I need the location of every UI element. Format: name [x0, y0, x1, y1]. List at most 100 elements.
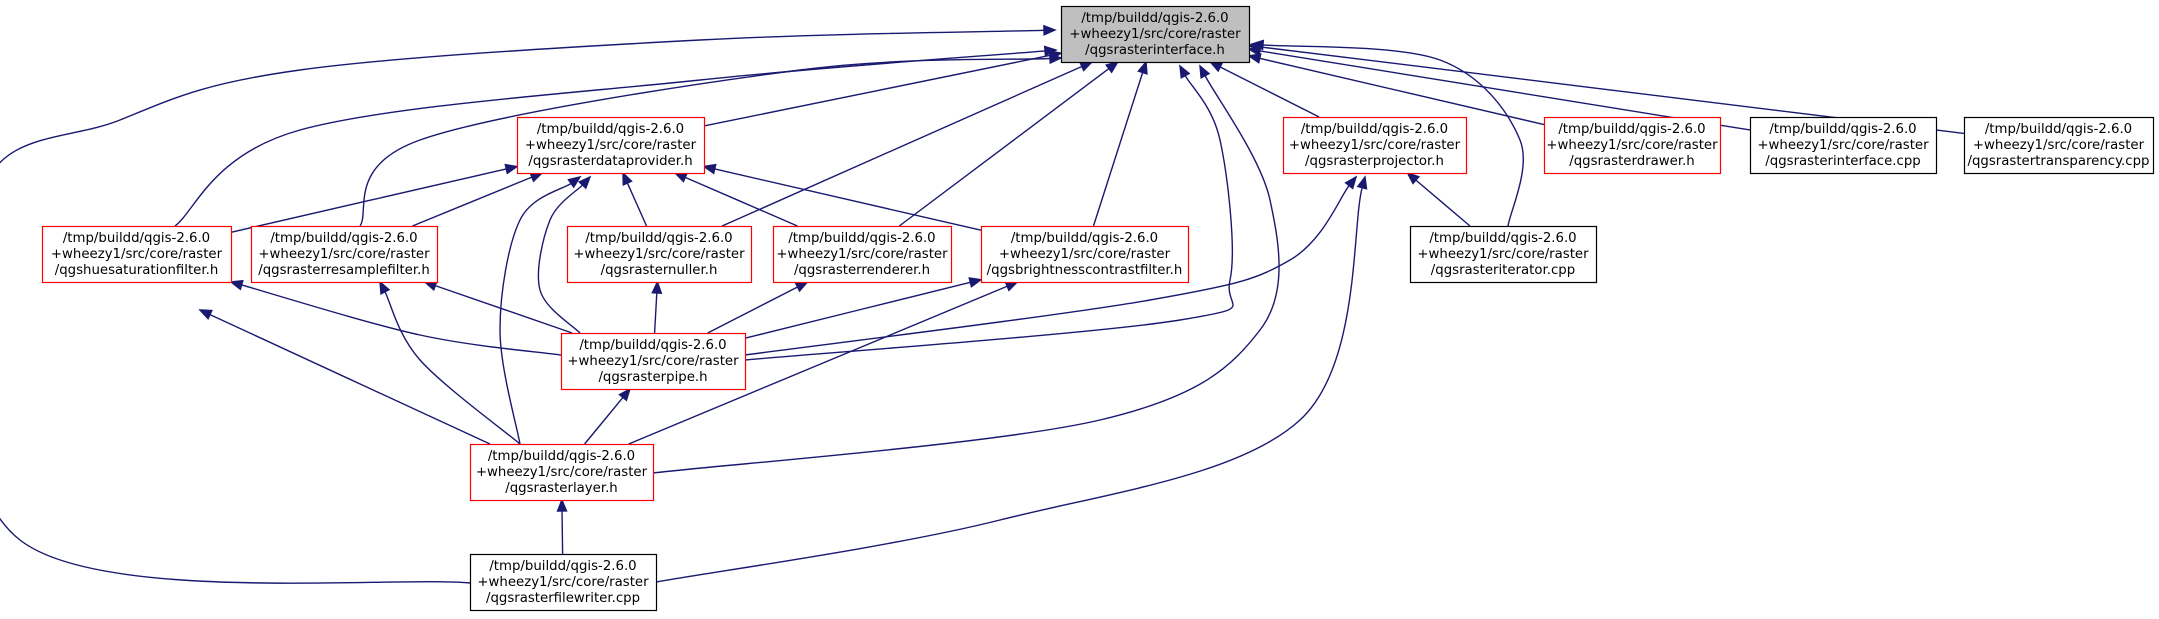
edge-qgsrasternuller_h-to-qgsrasterdataprovider_h — [622, 171, 648, 227]
node-label-line: /qgsbrightnesscontrastfilter.h — [987, 263, 1183, 278]
node-box — [1060, 5, 1251, 64]
edge-arrowhead — [567, 175, 582, 189]
node-label-line: /qgsrasterinterface.h — [1085, 43, 1225, 58]
node-qgsrastertransparency_cpp[interactable]: /tmp/buildd/qgis-2.6.0+wheezy1/src/core/… — [1963, 116, 2155, 175]
edge-arrowhead — [622, 171, 633, 186]
edge-qgsbrightnesscontrastfilter_h-to-qgsrasterinterface_h — [1092, 60, 1148, 227]
node-qgsrasterresamplefilter_h[interactable]: /tmp/buildd/qgis-2.6.0+wheezy1/src/core/… — [250, 225, 439, 284]
node-qgshuesaturationfilter_h[interactable]: /tmp/buildd/qgis-2.6.0+wheezy1/src/core/… — [41, 225, 233, 284]
node-label-line: /qgsrasterprojector.h — [1305, 154, 1444, 169]
edge-qgsrasterpipe_h-to-qgsrasterinterface_h — [744, 64, 1234, 361]
edge-line — [655, 187, 1363, 583]
node-label-line: /tmp/buildd/qgis-2.6.0 — [788, 231, 935, 246]
node-label-line: /tmp/buildd/qgis-2.6.0 — [1011, 231, 1158, 246]
node-label-line: /qgsrasterfilewriter.cpp — [486, 591, 640, 606]
node-label-line: +wheezy1/src/core/raster — [1417, 247, 1589, 262]
edge-arrowhead — [229, 279, 244, 291]
node-label-line: /tmp/buildd/qgis-2.6.0 — [1301, 122, 1448, 137]
edge-line — [707, 286, 798, 334]
edge-arrowhead — [379, 280, 391, 295]
node-label-line: +wheezy1/src/core/raster — [1546, 138, 1718, 153]
node-qgsrasterpipe_h[interactable]: /tmp/buildd/qgis-2.6.0+wheezy1/src/core/… — [560, 332, 747, 391]
edge-qgsrasterfilewriter_cpp-to-qgsrasterlayer_h — [556, 498, 568, 555]
node-qgsrasternuller_h[interactable]: /tmp/buildd/qgis-2.6.0+wheezy1/src/core/… — [566, 225, 753, 284]
nodes-layer: /tmp/buildd/qgis-2.6.0+wheezy1/src/core/… — [41, 5, 2155, 612]
node-label-line: +wheezy1/src/core/raster — [477, 575, 649, 590]
node-label-line: /tmp/buildd/qgis-2.6.0 — [1558, 122, 1705, 137]
edge-line — [744, 75, 1234, 361]
edge-arrowhead — [618, 387, 632, 402]
node-label-line: /tmp/buildd/qgis-2.6.0 — [488, 449, 635, 464]
node-qgsrasterdrawer_h[interactable]: /tmp/buildd/qgis-2.6.0+wheezy1/src/core/… — [1543, 116, 1722, 175]
node-qgsrasteriterator_cpp[interactable]: /tmp/buildd/qgis-2.6.0+wheezy1/src/core/… — [1409, 225, 1598, 284]
node-qgsrasterinterface_cpp[interactable]: /tmp/buildd/qgis-2.6.0+wheezy1/src/core/… — [1749, 116, 1938, 175]
edge-line — [359, 57, 1051, 227]
edge-line — [1415, 179, 1471, 227]
node-label-line: /tmp/buildd/qgis-2.6.0 — [63, 231, 210, 246]
edge-line — [584, 397, 624, 445]
edge-arrowhead — [794, 281, 809, 293]
edge-qgsrasterresamplefilter_h-to-qgsrasterdataprovider_h — [412, 172, 544, 227]
node-label-line: +wheezy1/src/core/raster — [476, 465, 648, 480]
node-qgsrasterdataprovider_h[interactable]: /tmp/buildd/qgis-2.6.0+wheezy1/src/core/… — [516, 116, 706, 175]
edges-layer — [0, 24, 1965, 584]
node-label-line: /tmp/buildd/qgis-2.6.0 — [579, 338, 726, 353]
edge-line — [626, 182, 648, 227]
edge-arrowhead — [198, 309, 213, 320]
node-label-line: +wheezy1/src/core/raster — [1289, 138, 1461, 153]
node-label-line: +wheezy1/src/core/raster — [1757, 138, 1929, 153]
edge-line — [1219, 66, 1320, 118]
node-label-line: /qgshuesaturationfilter.h — [55, 263, 219, 278]
node-label-line: /qgsrastertransparency.cpp — [1968, 154, 2150, 169]
node-box — [1963, 116, 2155, 175]
node-box — [1409, 225, 1598, 284]
edge-arrowhead — [1043, 45, 1058, 57]
edge-line — [714, 168, 982, 231]
edge-qgsrasterrenderer_h-to-qgsrasterdataprovider_h — [673, 172, 798, 227]
node-qgsrasterfilewriter_cpp[interactable]: /tmp/buildd/qgis-2.6.0+wheezy1/src/core/… — [469, 553, 658, 612]
edge-line — [537, 184, 584, 334]
node-label-line: /qgsrasternuller.h — [601, 263, 718, 278]
node-label-line: /qgsrasterdataprovider.h — [528, 154, 692, 169]
node-box — [1749, 116, 1938, 175]
node-label-line: /qgsrasterpipe.h — [598, 370, 707, 385]
node-label-line: /tmp/buildd/qgis-2.6.0 — [1769, 122, 1916, 137]
node-qgsrasterinterface_h[interactable]: /tmp/buildd/qgis-2.6.0+wheezy1/src/core/… — [1060, 5, 1251, 64]
node-box — [566, 225, 753, 284]
node-label-line: /qgsrasterdrawer.h — [1569, 154, 1694, 169]
edge-line — [898, 68, 1110, 227]
edge-arrowhead — [968, 277, 983, 288]
edge-arrowhead — [504, 163, 519, 175]
node-qgsrasterprojector_h[interactable]: /tmp/buildd/qgis-2.6.0+wheezy1/src/core/… — [1282, 116, 1468, 175]
edge-qgsrasterpipe_h-to-qgsrasterrenderer_h — [707, 281, 809, 334]
edge-line — [412, 176, 533, 227]
edge-qgsrasteriterator_cpp-to-qgsrasterprojector_h — [1406, 171, 1471, 227]
node-label-line: /qgsrasterlayer.h — [505, 481, 617, 496]
edge-line — [1092, 72, 1144, 227]
node-box — [772, 225, 953, 284]
edge-arrowhead — [1247, 53, 1262, 64]
edge-line — [384, 291, 521, 445]
edge-arrowhead — [529, 172, 544, 183]
node-box — [560, 332, 747, 391]
node-qgsbrightnesscontrastfilter_h[interactable]: /tmp/buildd/qgis-2.6.0+wheezy1/src/core/… — [980, 225, 1190, 284]
node-box — [469, 553, 658, 612]
edge-arrowhead — [1043, 24, 1057, 36]
node-qgsrasterrenderer_h[interactable]: /tmp/buildd/qgis-2.6.0+wheezy1/src/core/… — [772, 225, 953, 284]
node-box — [41, 225, 233, 284]
node-box — [250, 225, 439, 284]
edge-line — [721, 65, 1083, 227]
edge-line — [561, 510, 564, 555]
node-label-line: +wheezy1/src/core/raster — [776, 247, 948, 262]
edge-qgsrasterpipe_h-to-qgsrasterprojector_h — [744, 175, 1358, 356]
edge-qgsrasterresamplefilter_h-to-qgsrasterinterface_h — [359, 53, 1063, 227]
node-label-line: /tmp/buildd/qgis-2.6.0 — [489, 559, 636, 574]
edge-arrowhead — [1247, 41, 1262, 53]
edge-arrowhead — [1105, 60, 1120, 74]
node-label-line: +wheezy1/src/core/raster — [1973, 138, 2145, 153]
edge-arrowhead — [556, 498, 568, 512]
edge-line — [1262, 44, 1524, 227]
edge-arrowhead — [1049, 53, 1063, 65]
edge-line — [653, 292, 658, 334]
node-qgsrasterlayer_h[interactable]: /tmp/buildd/qgis-2.6.0+wheezy1/src/core/… — [469, 443, 655, 502]
